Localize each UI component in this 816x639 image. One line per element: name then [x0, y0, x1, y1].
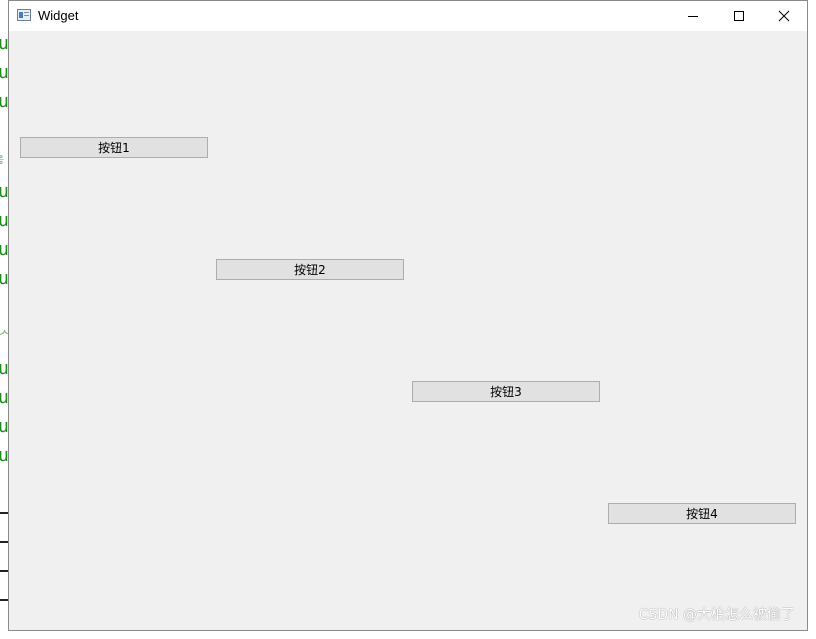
minimize-icon	[688, 16, 698, 17]
close-icon	[778, 10, 790, 22]
editor-glyph: ᄼ	[0, 329, 10, 345]
close-button[interactable]	[761, 1, 807, 31]
background-editor-strip: u u u ៖ u u u u ᄼ u u u u	[0, 0, 10, 639]
editor-glyph: u	[0, 358, 9, 379]
button-3[interactable]: 按钮3	[412, 381, 600, 402]
title-bar[interactable]: Widget	[9, 1, 807, 31]
button-2[interactable]: 按钮2	[216, 259, 404, 280]
editor-glyph: u	[0, 210, 9, 231]
editor-rule	[0, 599, 10, 601]
editor-glyph: ៖	[0, 150, 4, 170]
maximize-button[interactable]	[716, 1, 762, 31]
watermark-text: CSDN @大柏怎么被偷了	[638, 607, 795, 623]
editor-glyph: u	[0, 181, 9, 202]
editor-rule	[0, 512, 10, 514]
editor-glyph: u	[0, 91, 9, 112]
editor-rule	[0, 541, 10, 543]
editor-glyph: u	[0, 416, 9, 437]
app-window-icon[interactable]	[17, 9, 31, 21]
maximize-icon	[734, 11, 744, 21]
editor-glyph: u	[0, 239, 9, 260]
widget-window: Widget 按钮1 按钮2 按钮3 按钮4 CSDN @大柏怎么被偷了	[8, 0, 808, 631]
editor-glyph: u	[0, 268, 9, 289]
window-title: Widget	[38, 8, 79, 23]
button-4[interactable]: 按钮4	[608, 503, 796, 524]
editor-rule	[0, 570, 10, 572]
editor-glyph: u	[0, 387, 9, 408]
minimize-button[interactable]	[670, 1, 716, 31]
editor-glyph: u	[0, 62, 9, 83]
editor-glyph: u	[0, 445, 9, 466]
editor-glyph: u	[0, 33, 9, 54]
button-1[interactable]: 按钮1	[20, 137, 208, 158]
